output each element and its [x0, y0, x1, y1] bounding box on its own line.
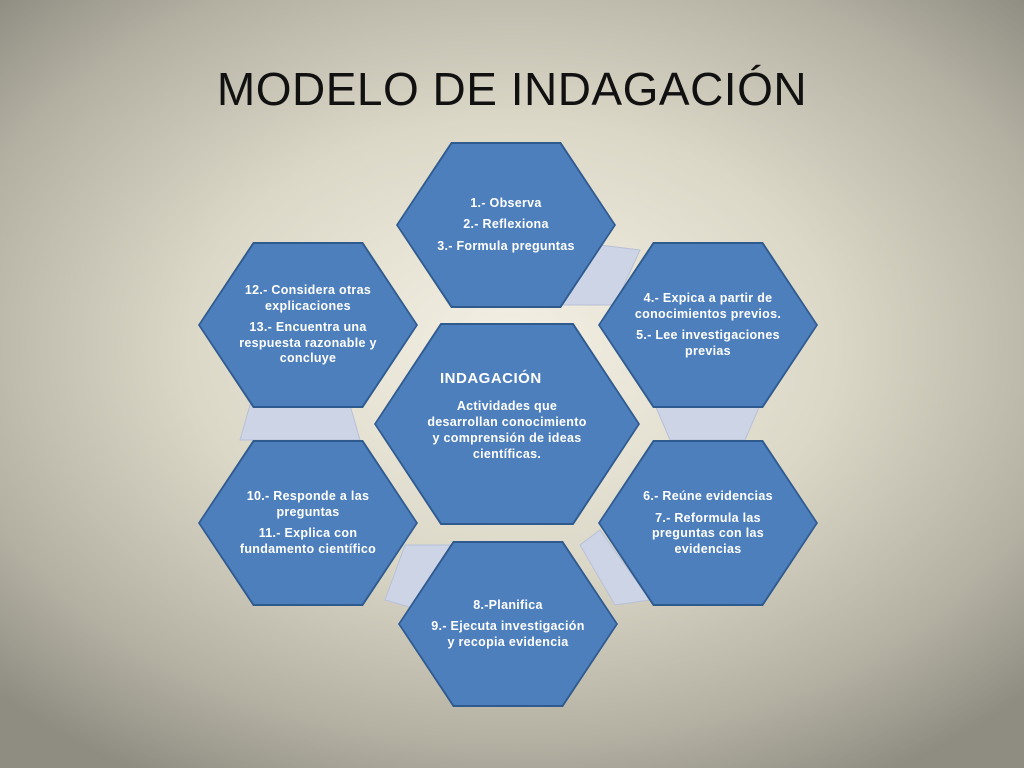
step-3-line-1: 6.- Reúne evidencias	[643, 489, 773, 503]
center-heading: INDAGACIÓN	[440, 370, 542, 387]
center-text: Actividades que desarrollan conocimiento…	[427, 399, 587, 461]
step-4-line-2: 9.- Ejecuta investigación y recopia evid…	[431, 619, 585, 649]
step-hex-4: 8.-Planifica 9.- Ejecuta investigación y…	[400, 543, 616, 705]
step-5-line-1: 10.- Responde a las preguntas	[246, 489, 370, 519]
step-2-line-2: 5.- Lee investigaciones previas	[636, 328, 780, 358]
step-hex-3: 6.- Reúne evidencias 7.- Reformula las p…	[600, 442, 816, 604]
slide-title: MODELO DE INDAGACIÓN	[216, 63, 808, 115]
step-2-line-1: 4.- Expica a partir de conocimientos pre…	[634, 291, 782, 321]
step-6-line-2: 13.- Encuentra una respuesta razonable y…	[239, 320, 377, 366]
step-hex-6: 12.- Considera otras explicaciones 13.- …	[200, 244, 416, 406]
step-3-line-2: 7.- Reformula las preguntas con las evid…	[651, 510, 765, 556]
connector-5-6	[239, 404, 361, 441]
step-hex-2: 4.- Expica a partir de conocimientos pre…	[600, 244, 816, 406]
connector-2-3	[654, 404, 761, 441]
step-1-line-1: 1.- Observa	[470, 195, 542, 210]
step-hex-5: 10.- Responde a las preguntas 11.- Expli…	[200, 442, 416, 604]
step-4-line-1: 8.-Planifica	[473, 597, 543, 612]
step-1-line-3: 3.- Formula preguntas	[437, 238, 575, 253]
step-6-line-1: 12.- Considera otras explicaciones	[244, 283, 372, 313]
step-5-line-2: 11.- Explica con fundamento científico	[239, 526, 377, 556]
step-1-line-2: 2.- Reflexiona	[463, 217, 549, 232]
connector-3-4	[579, 529, 651, 606]
step-hex-1: 1.- Observa 2.- Reflexiona 3.- Formula p…	[398, 144, 614, 306]
